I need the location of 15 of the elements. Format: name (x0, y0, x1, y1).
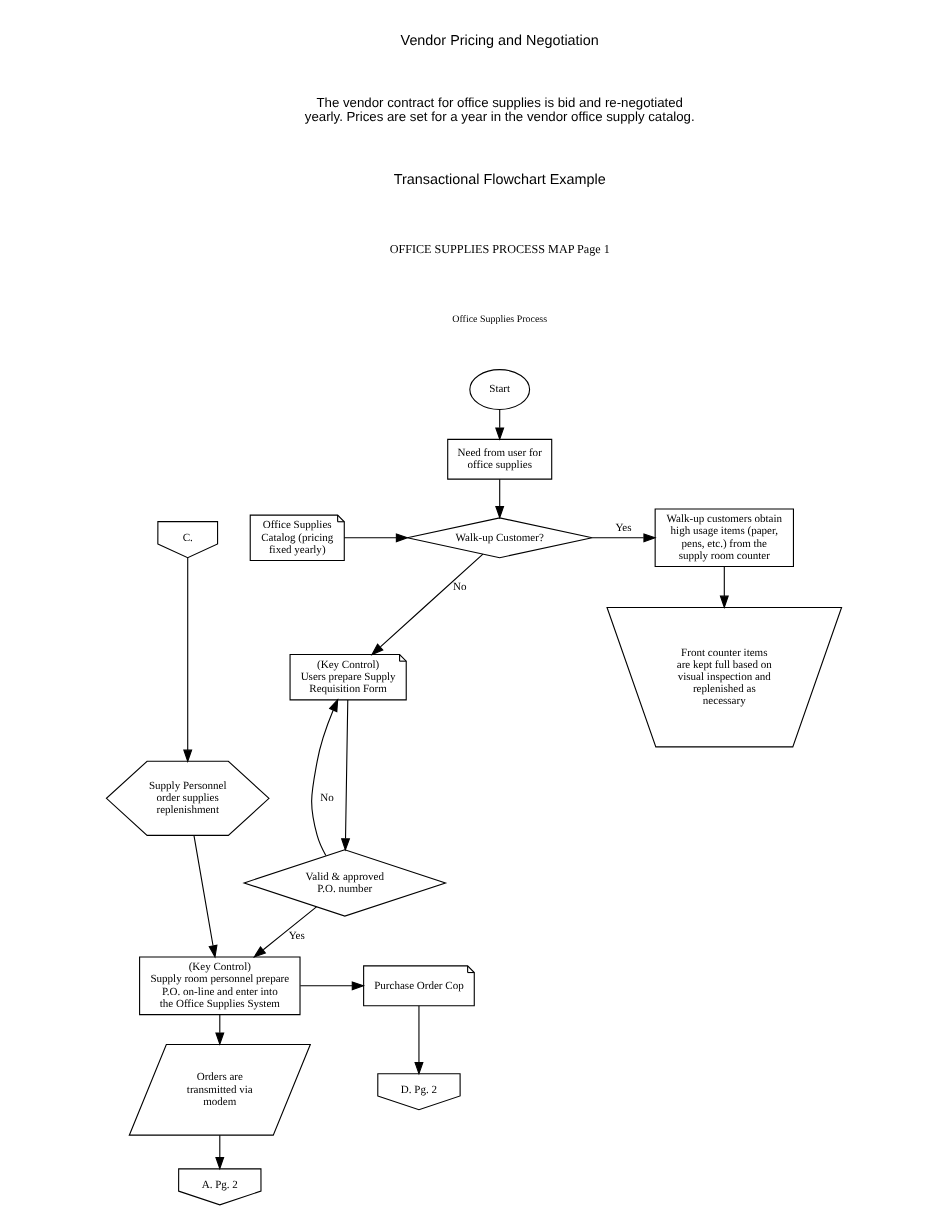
arrow (311, 698, 339, 856)
arrow (370, 553, 484, 656)
arrow (495, 409, 505, 441)
arrow (495, 478, 505, 520)
arrow (414, 1005, 424, 1076)
arrow (193, 835, 218, 959)
arrow (215, 1014, 225, 1046)
arrow (591, 533, 657, 543)
arrow (719, 566, 729, 609)
arrow (343, 533, 410, 543)
arrow (183, 557, 193, 763)
arrow (215, 1134, 225, 1171)
arrow (253, 906, 317, 958)
arrow (299, 981, 365, 991)
arrow (340, 699, 351, 852)
